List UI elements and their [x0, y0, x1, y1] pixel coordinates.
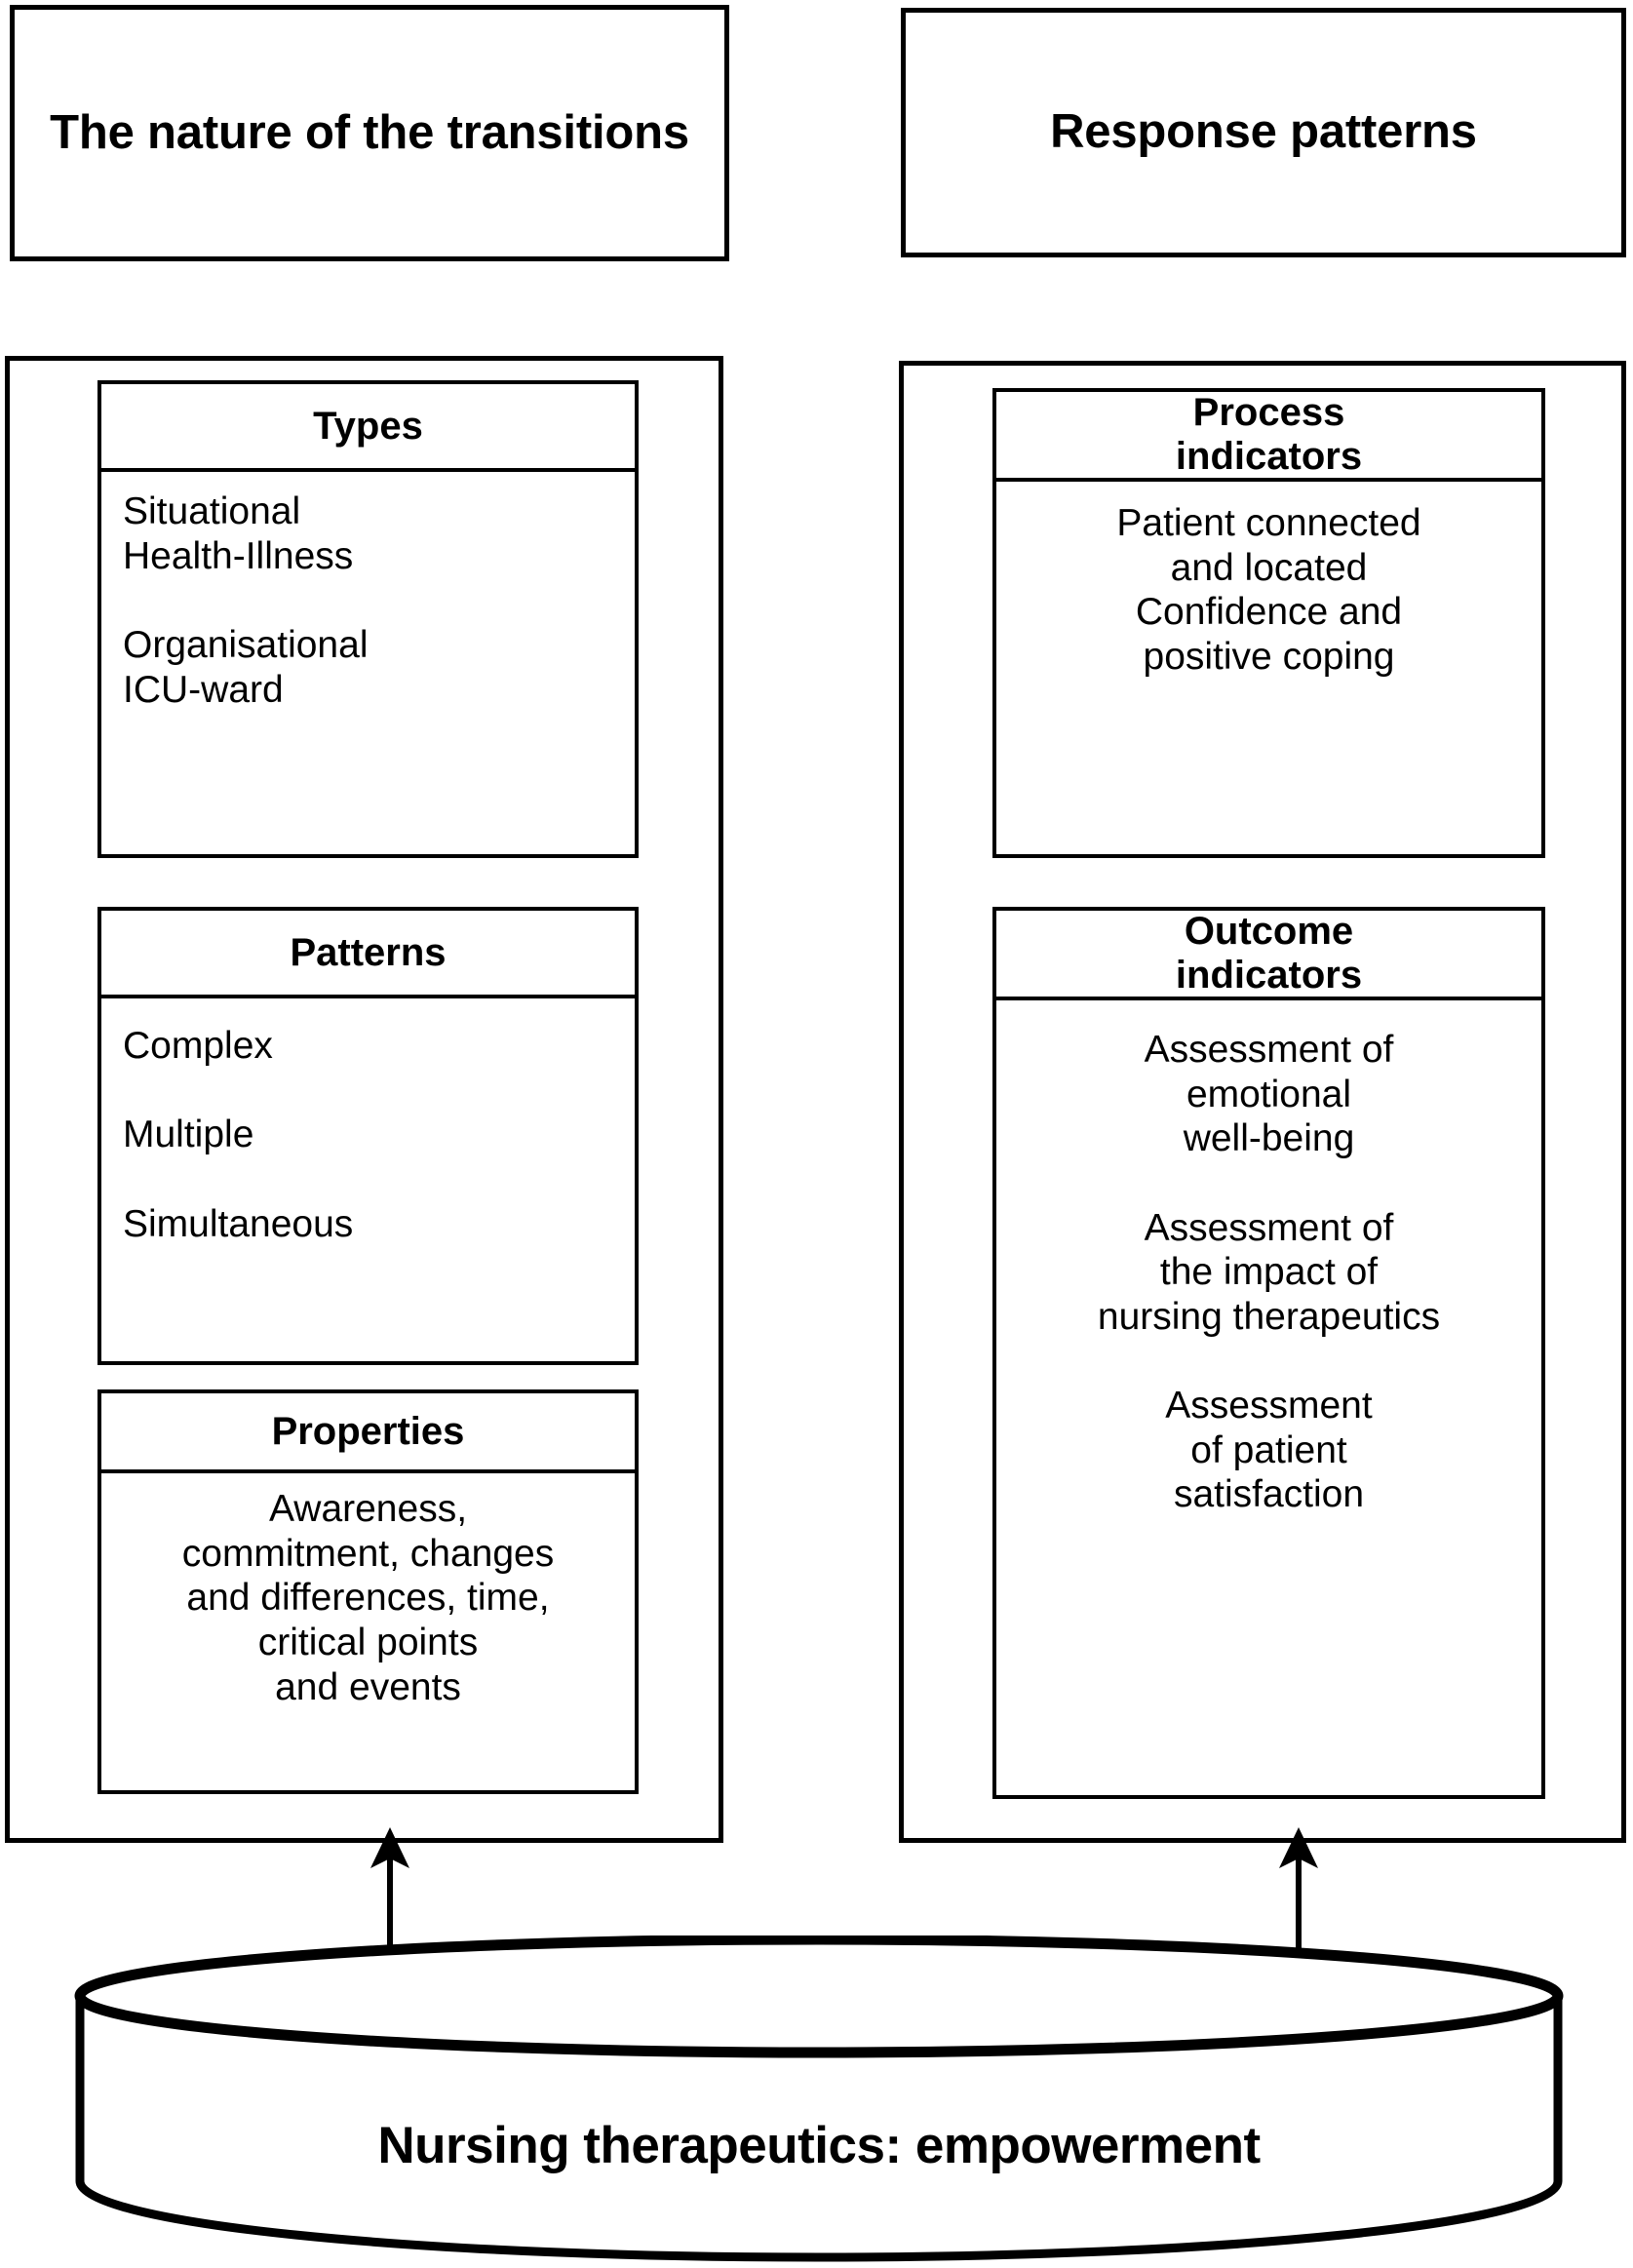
panel-types-body: Situational Health-Illness Organisationa…	[123, 490, 369, 711]
panel-outcome-indicators: Outcome indicators Assessment of emotion…	[992, 907, 1545, 1799]
panel-properties-body: Awareness, commitment, changes and diffe…	[181, 1488, 555, 1708]
panel-outcome-indicators-body: Assessment of emotional well-being Asses…	[1097, 1029, 1441, 1516]
foundation-cylinder	[74, 1936, 1564, 2262]
panel-outcome-indicators-title: Outcome indicators	[996, 910, 1541, 1000]
header-box-right: Response patterns	[901, 8, 1626, 257]
header-left-title: The nature of the transitions	[50, 105, 689, 159]
header-box-left: The nature of the transitions	[10, 5, 729, 261]
panel-process-indicators-body: Patient connected and located Confidence…	[1116, 502, 1421, 678]
panel-patterns-body: Complex Multiple Simultaneous	[123, 1025, 354, 1245]
header-right-title: Response patterns	[1050, 105, 1477, 159]
panel-patterns: Patterns Complex Multiple Simultaneous	[97, 907, 639, 1365]
panel-types-title: Types	[101, 384, 635, 472]
panel-patterns-title: Patterns	[101, 911, 635, 998]
panel-properties: Properties Awareness, commitment, change…	[97, 1389, 639, 1794]
panel-process-indicators: Process indicators Patient connected and…	[992, 388, 1545, 858]
panel-types: Types Situational Health-Illness Organis…	[97, 380, 639, 858]
panel-process-indicators-title: Process indicators	[996, 391, 1541, 482]
panel-properties-title: Properties	[101, 1393, 635, 1473]
foundation-label: Nursing therapeutics: empowerment	[377, 2117, 1261, 2174]
